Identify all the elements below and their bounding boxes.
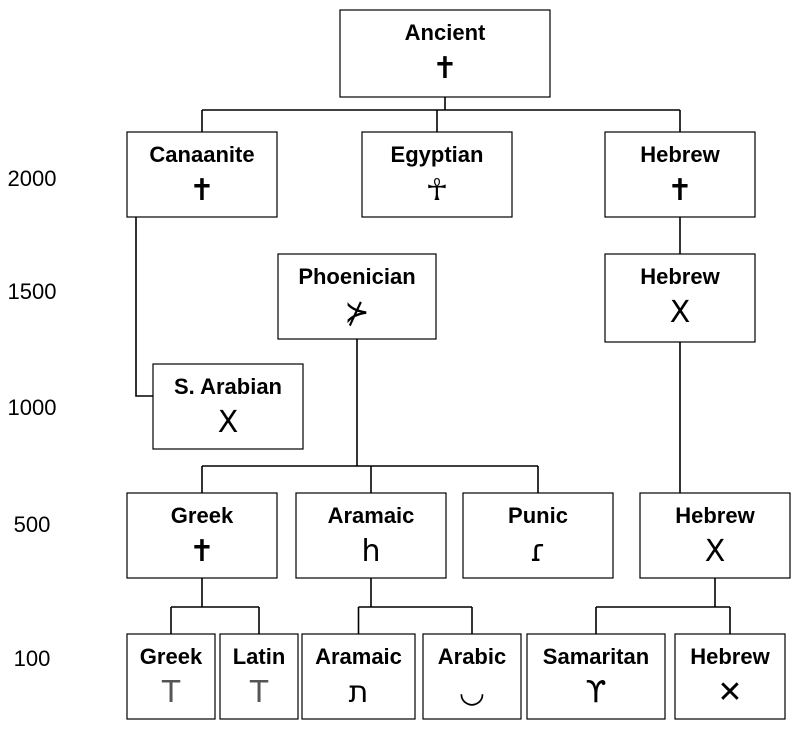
node-label: Aramaic [315,644,402,669]
script-glyph-icon: ☥ [426,173,448,208]
node-box [126,492,278,579]
year-label: 1000 [8,395,57,420]
script-glyph-icon: ✝ [432,51,457,86]
script-glyph-icon: ◡ [459,675,485,710]
node-label: Greek [140,644,203,669]
edge-layer [135,97,731,634]
node-label: Egyptian [391,142,484,167]
node-box [674,633,786,720]
node-label: Samaritan [543,644,649,669]
script-glyph-icon: X [218,405,239,440]
node-hebrew-100: Hebrew ✕ [674,633,786,720]
node-aramaic-100: Aramaic ת [301,633,416,720]
node-label: Ancient [405,20,486,45]
script-glyph-icon: ϒ [586,675,607,710]
node-box [295,492,447,579]
node-box [301,633,416,720]
script-glyph-icon: ת [349,675,369,710]
node-box [604,253,756,343]
node-box [152,363,304,450]
script-glyph-icon: ✕ [717,675,742,710]
node-box [422,633,522,720]
script-glyph-icon: X [670,295,691,330]
node-box [126,633,216,720]
year-label: 500 [14,512,51,537]
node-box [462,492,614,579]
node-phoenician: Phoenician ⊁ [277,253,437,340]
node-label: Canaanite [149,142,254,167]
script-glyph-icon: T [161,675,181,710]
year-label: 1500 [8,279,57,304]
node-greek-500: Greek ✝ [126,492,278,579]
node-label: Aramaic [328,503,415,528]
year-label: 100 [14,646,51,671]
node-label: S. Arabian [174,374,282,399]
script-glyph-icon: ✝ [667,173,692,208]
node-label: Punic [508,503,568,528]
year-axis: 2000 1500 1000 500 100 [8,166,57,671]
node-label: Hebrew [675,503,755,528]
node-label: Arabic [438,644,506,669]
node-label: Hebrew [690,644,770,669]
node-box [219,633,299,720]
script-glyph-icon: ✝ [189,534,214,569]
node-box [339,9,551,98]
script-glyph-icon: ⊁ [344,295,369,330]
node-box [639,492,791,579]
node-label: Phoenician [298,264,415,289]
node-label: Hebrew [640,264,720,289]
script-glyph-icon: ✝ [189,173,214,208]
node-box [604,131,756,218]
node-layer: Ancient ✝ Canaanite ✝ Egyptian ☥ Hebrew ✝ Phoeni… [126,9,791,720]
node-canaanite: Canaanite ✝ [126,131,278,218]
node-punic: Punic ɾ [462,492,614,579]
node-label: Hebrew [640,142,720,167]
script-glyph-icon: X [705,534,726,569]
node-box [526,633,666,720]
script-glyph-icon: h [361,534,380,569]
node-box [361,131,513,218]
node-hebrew-2000: Hebrew ✝ [604,131,756,218]
node-egyptian: Egyptian ☥ [361,131,513,218]
node-aramaic-500: Aramaic h [295,492,447,579]
script-glyph-icon: T [249,675,269,710]
node-arabic: Arabic ◡ [422,633,522,720]
node-label: Latin [233,644,286,669]
node-ancient: Ancient ✝ [339,9,551,98]
node-box [277,253,437,340]
node-label: Greek [171,503,234,528]
script-glyph-icon: ɾ [530,534,546,569]
node-box [126,131,278,218]
year-label: 2000 [8,166,57,191]
edge-canaanite-s-arabian [135,217,153,397]
